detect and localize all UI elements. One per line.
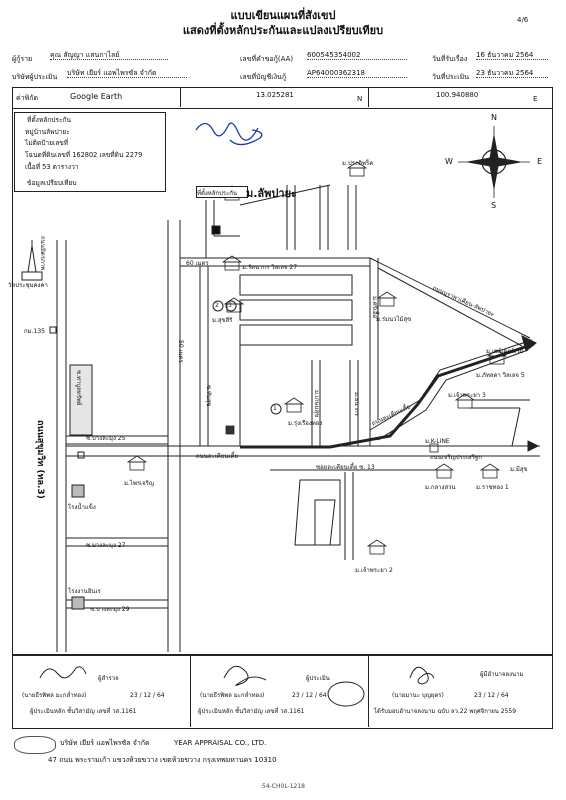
received-value: 16 ธันวาคม 2564 xyxy=(476,52,548,60)
label-klangsuan: ม.กลางสวน xyxy=(425,484,456,491)
compass-e: E xyxy=(537,157,543,166)
label-num2: 2 xyxy=(215,302,219,309)
sig1-license: ผู้ประเมินหลัก ชั้นวิสามัญ เลขที่ วส.116… xyxy=(30,708,137,715)
label-km135: กม.135 xyxy=(24,328,45,335)
sig2-date: 23 / 12 / 64 xyxy=(292,692,327,699)
map-legend: ที่ตั้งหลักประกัน หมู่บ้านลัพปายะ ไม่ติด… xyxy=(14,112,166,192)
page-title-line1: แบบเขียนแผนที่สังเขป xyxy=(230,9,336,22)
label-jaophraya3: ม.เจ้าพระยา 3 xyxy=(448,392,486,399)
sig2-role: ผู้ประเมิน xyxy=(306,675,330,682)
label-suksiri: ม.สุขสิริ xyxy=(212,317,233,324)
company-logo xyxy=(14,736,56,754)
sig3-name: (นายมานะ บุญยุตร) xyxy=(392,692,444,699)
label-ice-factory: โรงน้ำแข็ง xyxy=(68,504,96,511)
sig2-name: (นายธีรพิพล มะกล่ำทอง) xyxy=(200,692,265,699)
longitude-value: 100.940880 xyxy=(436,91,479,99)
page-title-line2: แสดงที่ตั้งหลักประกันและแปลงเปรียบเทียบ xyxy=(182,24,384,37)
customer-value: คุณ สัญญา แสนกาไลย์ xyxy=(50,52,168,60)
legend-deed: โฉนดที่ดินเลขที่ 162802 เลขที่ดิน 2279 xyxy=(25,151,143,159)
label-lane-b: ถนนเจริญประเสริฐก xyxy=(430,454,482,461)
label-jaophraya2: ม.เจ้าพระยา 2 xyxy=(355,567,393,574)
compass-s: S xyxy=(491,201,497,210)
label-bangkhamung25: ซ.บางละมุง 25 xyxy=(86,435,126,442)
label-phattara: ม.ภัทลดา วิลเลจ 5 xyxy=(476,372,525,379)
footer-address: 47 ถนน พระรามเก้า แขวงห้วยขวาง เขตห้วยขว… xyxy=(48,756,277,764)
compass-rose-icon xyxy=(458,126,530,198)
footer-code: 54-CH0L-1218 xyxy=(262,783,305,790)
collateral-callout xyxy=(196,186,248,198)
label-bangkhamung27: ซ.บางละมุง 27 xyxy=(86,542,126,549)
label-60m: 60 เมตร xyxy=(186,260,209,267)
appraisal-value: 23 ธันวาคม 2564 xyxy=(476,70,548,78)
longitude-suffix: E xyxy=(533,95,538,103)
footer-company-th: บริษัท เยียร์ แอพไพรซัล จำกัด xyxy=(60,739,150,747)
sig1-role: ผู้สำรวจ xyxy=(98,675,119,682)
label-mayrichai: ม.เมย์เดอร์เวย์ xyxy=(486,348,524,355)
label-rattanakorn: ม.รัตนากร วิลเลจ 27 xyxy=(242,264,298,271)
map-frame xyxy=(12,108,553,655)
legend-no-sign: ไม่ติดป้ายเลขที่ xyxy=(25,139,69,147)
label-khiang-tia: ถนนละเคียนเตี้ย xyxy=(196,453,238,460)
village-main-label: ม.ลัพปายะ xyxy=(246,187,297,200)
label-rungrueang: ม.รุ่งเรืองทอง xyxy=(288,420,323,427)
request-no-label: เลขที่คำขอกู้(AA) xyxy=(240,55,294,63)
sig3-license: ได้รับมอบอำนาจลงนาม ฉบับ ลว.22 พฤศจิกายน… xyxy=(374,708,517,715)
footer-company-en: YEAR APPRAISAL CO., LTD. xyxy=(174,739,267,747)
legend-comparison: ข้อมูลเปรียบเทียบ xyxy=(27,179,77,187)
sig1-name: (นายธีรพิพล มะกล่ำทอง) xyxy=(22,692,87,699)
sig3-role: ผู้มีอำนาจลงนาม xyxy=(480,671,524,678)
company-value: บริษัท เยียร์ แอพไพรซัล จำกัด xyxy=(67,70,187,78)
request-no-value: 600545354002 xyxy=(307,52,407,60)
label-num1: 1 xyxy=(273,405,277,412)
label-phumichai: ม.ไพรเจริญ xyxy=(124,480,154,487)
label-soi13: ซอยละเคียนเตี้ย ซ. 13 xyxy=(316,464,375,471)
collateral-callout-text: ที่ตั้งหลักประกัน xyxy=(197,190,238,197)
label-bangkhamung29: ซ.บางละมุง 29 xyxy=(90,606,130,613)
label-prachakit: ม.ประดิพร็ค xyxy=(342,160,374,167)
company-label: บริษัทผู้ประเมิน xyxy=(12,73,58,81)
legend-village: หมู่บ้านลัพปายะ xyxy=(25,128,70,136)
compass-n: N xyxy=(491,113,497,122)
sig1-date: 23 / 12 / 64 xyxy=(130,692,165,699)
location-label: ค่าพิกัด xyxy=(16,94,39,102)
account-label: เลขที่บัญชีเงินกู้ xyxy=(240,73,287,81)
legend-area: เนื้อที่ 53 ตารางวา xyxy=(25,163,79,171)
location-value: Google Earth xyxy=(70,92,123,101)
account-value: AP64000362318 xyxy=(307,70,407,78)
compass-w: W xyxy=(445,157,453,166)
label-kline: ม.K-LINE xyxy=(425,438,450,445)
latitude-suffix: N xyxy=(357,95,363,103)
customer-label: ผู้กู้ราย xyxy=(12,55,33,63)
legend-collateral: ที่ตั้งหลักประกัน xyxy=(27,116,71,124)
latitude-value: 13.025281 xyxy=(256,91,294,99)
sig2-license: ผู้ประเมินหลัก ชั้นวิสามัญ เลขที่ วส.116… xyxy=(198,708,305,715)
received-label: วันที่รับเรื่อง xyxy=(432,55,468,63)
label-pak-nawang: ม.ร่มนวไม้สุข xyxy=(376,316,412,323)
label-rajthong1: ม.ราชทอง 1 xyxy=(476,484,509,491)
label-num3: 3 xyxy=(228,302,232,309)
signature-section xyxy=(12,655,553,729)
label-factory: โรงงานอินเร xyxy=(68,588,101,595)
sig3-date: 23 / 12 / 64 xyxy=(474,692,509,699)
appraisal-label: วันที่ประเมิน xyxy=(432,73,470,81)
page-number: 4/6 xyxy=(517,16,529,24)
label-meesuk: ม.มีสุข xyxy=(510,466,528,473)
label-wat: วัดประชุมคงคา xyxy=(8,282,48,289)
